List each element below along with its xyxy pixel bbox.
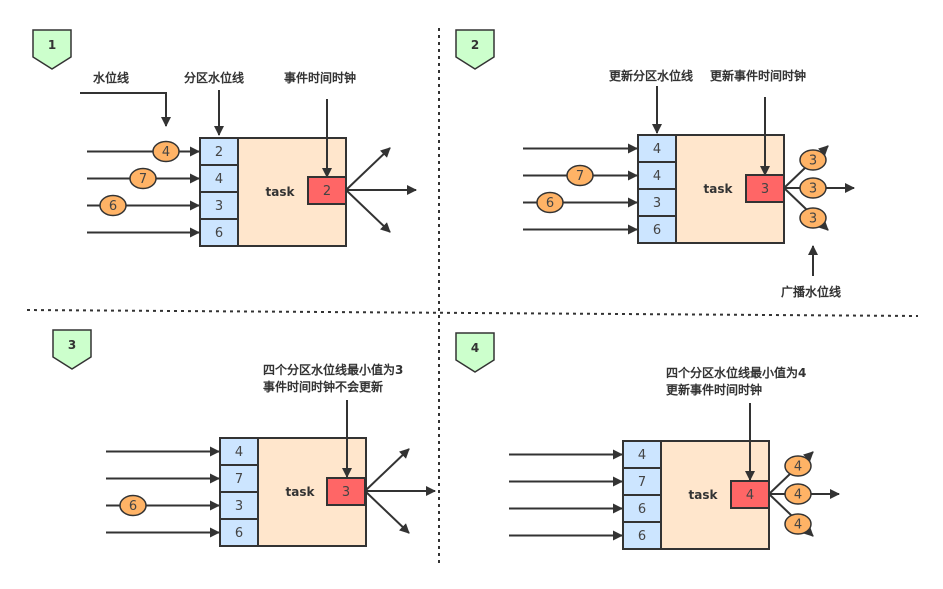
output-stream-arrow: [345, 189, 391, 233]
partition-watermark-value: 7: [638, 475, 646, 490]
partition-cell: [622, 467, 662, 496]
incoming-watermark-marble: 7: [566, 164, 594, 187]
output-stream-arrow: [345, 147, 391, 191]
partition-watermark-value: 2: [215, 145, 223, 160]
svg-text:3: 3: [68, 338, 76, 352]
update-partition-watermark-label: 更新分区水位线: [609, 68, 693, 83]
partition-cell: [637, 134, 677, 163]
partition-watermark-value: 4: [638, 448, 646, 463]
svg-text:6: 6: [546, 196, 554, 211]
task-label: task: [689, 488, 719, 502]
broadcast-watermark-marble: 3: [799, 177, 827, 199]
note-line-2: 事件时间时钟不会更新: [263, 379, 383, 394]
partition-watermark-value: 4: [653, 142, 661, 157]
svg-text:6: 6: [129, 499, 137, 514]
svg-text:3: 3: [809, 212, 817, 227]
panel-4-labels: 四个分区水位线最小值为4 更新事件时间时钟: [666, 365, 806, 481]
partition-watermark-value: 6: [638, 529, 646, 544]
partition-cell: [622, 521, 662, 550]
panel-2: 2 task 4 4 7 3 6 6 3 3 3 3: [455, 29, 855, 244]
broadcast-watermark-marble: 4: [784, 455, 812, 477]
svg-text:6: 6: [109, 199, 117, 214]
broadcast-watermark-label: 广播水位线: [781, 284, 841, 299]
svg-text:7: 7: [139, 172, 147, 187]
event-time-clock-value: 2: [323, 184, 331, 199]
broadcast-watermark-marble: 3: [799, 149, 827, 171]
partition-watermark-value: 4: [653, 169, 661, 184]
partition-cell: [637, 161, 677, 190]
svg-text:4: 4: [471, 341, 479, 355]
svg-text:3: 3: [809, 182, 817, 197]
panel-2-labels: 更新分区水位线 更新事件时间时钟 广播水位线: [609, 68, 841, 299]
horizontal-divider: [26, 309, 919, 317]
event-time-clock-value: 3: [761, 182, 769, 197]
partition-cell: [219, 464, 259, 493]
event-time-clock-value: 3: [342, 485, 350, 500]
broadcast-watermark-marble: 3: [799, 207, 827, 229]
note-line-1: 四个分区水位线最小值为4: [666, 365, 806, 380]
partition-cell: [199, 164, 239, 193]
partition-watermark-value: 3: [235, 499, 243, 514]
broadcast-watermark-marble: 4: [784, 513, 812, 535]
event-time-clock: [745, 174, 785, 203]
partition-watermark-value: 6: [638, 502, 646, 517]
event-clock-label: 事件时间时钟: [284, 70, 356, 85]
incoming-watermark-marble: 6: [536, 191, 564, 214]
partition-cell: [219, 518, 259, 547]
partition-cell: [637, 215, 677, 244]
watermark-arrow: [80, 92, 171, 127]
step-badge: 2: [455, 29, 495, 70]
task-label: task: [286, 485, 316, 499]
step-badge: 4: [455, 332, 495, 373]
broadcast-watermark-marble: 4: [784, 483, 812, 505]
step-badge: 3: [52, 329, 92, 370]
partition-cell: [199, 191, 239, 220]
panel-3-labels: 四个分区水位线最小值为3 事件时间时钟不会更新: [263, 362, 403, 478]
partition-watermark-value: 7: [235, 472, 243, 487]
partition-watermark-value: 6: [215, 226, 223, 241]
svg-text:4: 4: [794, 518, 802, 533]
partition-watermark-value: 3: [215, 199, 223, 214]
task-label: task: [704, 182, 734, 196]
partition-cell: [637, 188, 677, 217]
watermark-label: 水位线: [93, 70, 129, 85]
svg-text:1: 1: [48, 38, 56, 52]
incoming-watermark-marble: 6: [99, 194, 127, 217]
incoming-watermark-marble: 4: [152, 140, 180, 163]
svg-text:4: 4: [794, 460, 802, 475]
note-line-1: 四个分区水位线最小值为3: [263, 362, 403, 377]
partition-cell: [622, 440, 662, 469]
partition-cell: [622, 494, 662, 523]
update-event-clock-label: 更新事件时间时钟: [710, 68, 806, 83]
svg-text:4: 4: [794, 488, 802, 503]
partition-cell: [219, 491, 259, 520]
note-line-2: 更新事件时间时钟: [666, 382, 762, 397]
event-time-clock: [730, 480, 770, 509]
partition-cell: [199, 218, 239, 247]
output-stream-arrow: [364, 490, 410, 534]
event-time-clock-value: 4: [746, 488, 754, 503]
partition-watermark-value: 6: [235, 526, 243, 541]
svg-text:3: 3: [809, 154, 817, 169]
svg-text:7: 7: [576, 169, 584, 184]
partition-watermark-value: 4: [235, 445, 243, 460]
svg-text:4: 4: [162, 145, 170, 160]
task-label: task: [266, 185, 296, 199]
output-stream-arrow: [364, 448, 410, 492]
incoming-watermark-marble: 7: [129, 167, 157, 190]
partition-watermark-value: 3: [653, 196, 661, 211]
partition-watermark-value: 6: [653, 223, 661, 238]
panel-1-labels: 水位线 分区水位线 事件时间时钟: [80, 70, 356, 178]
incoming-watermark-marble: 6: [119, 494, 147, 517]
panel-4: 4 task 4 7 6 6 4 4 4 4: [455, 332, 840, 550]
step-badge: 1: [32, 29, 72, 70]
svg-text:2: 2: [471, 38, 479, 52]
partition-watermark-label: 分区水位线: [184, 70, 244, 85]
partition-watermark-value: 4: [215, 172, 223, 187]
